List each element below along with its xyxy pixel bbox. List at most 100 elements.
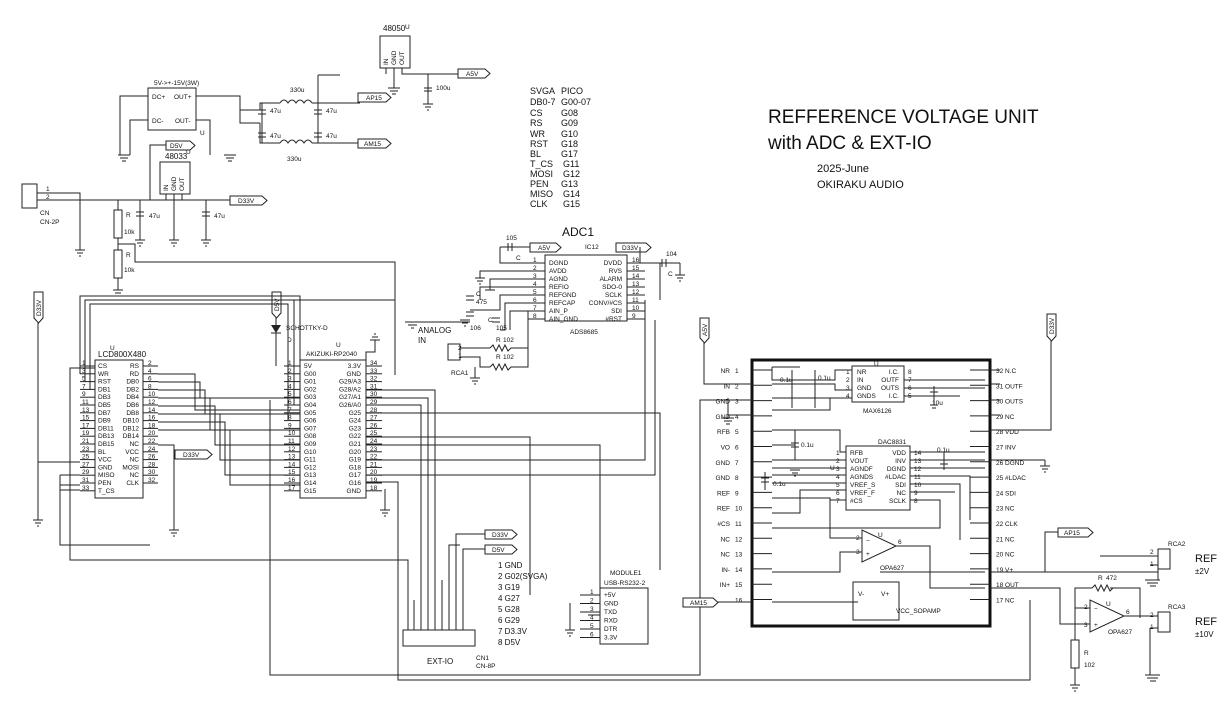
module-right-pin: 28 VDD bbox=[996, 429, 1019, 436]
net-d33v-module bbox=[1046, 313, 1057, 342]
lcd-left-num: 11 bbox=[82, 399, 89, 406]
reg48050-pin-gnd: GND bbox=[391, 50, 398, 65]
module-right-pin: 30 OUTS bbox=[996, 399, 1024, 406]
pico-right-pin: GND bbox=[347, 371, 362, 378]
dac-left-pin: AGNDF bbox=[850, 466, 873, 473]
lcd-left-pin: CS bbox=[98, 363, 108, 370]
lcd-right-pin: DB14 bbox=[123, 433, 140, 440]
usb-num: 5 bbox=[590, 623, 594, 630]
usb-num: 1 bbox=[590, 589, 594, 596]
usb-num: 3 bbox=[590, 606, 594, 613]
adc-right-num: 9 bbox=[632, 313, 636, 320]
pico-left-pin: G10 bbox=[304, 449, 317, 456]
adc-right-pin: SDI bbox=[611, 308, 622, 315]
module-right-pin: 32 N.C bbox=[996, 368, 1017, 375]
cn-body bbox=[21, 183, 38, 209]
rca3-body bbox=[1157, 611, 1171, 633]
r-value-1: 10k bbox=[124, 229, 135, 236]
module-left-num: 15 bbox=[735, 582, 743, 589]
pin-map-col2-3: G09 bbox=[561, 118, 578, 128]
module-right-pin: 27 INV bbox=[996, 445, 1017, 452]
opamp-1-minus: − bbox=[866, 538, 870, 545]
net-d33v-lcd bbox=[174, 449, 213, 460]
lcd-right-num: 26 bbox=[148, 454, 156, 461]
pico-left-pin: G12 bbox=[304, 464, 317, 471]
lcd-right-pin: RS bbox=[130, 363, 140, 370]
dac8831: U DAC8831 RFB1VOUT2AGNDF3AGNDS4VREF_S5VR… bbox=[830, 439, 922, 511]
pin-map-col1-2: CS bbox=[530, 108, 543, 118]
c01u-5: 0.1u bbox=[937, 447, 950, 454]
c-label-105b: C bbox=[488, 317, 493, 324]
net-a5v-adc-label: A5V bbox=[538, 245, 551, 252]
dac-left-pin: AGNDS bbox=[850, 474, 874, 481]
pico-left-pin: G15 bbox=[304, 488, 317, 495]
lcd-right-pin: RD bbox=[130, 371, 140, 378]
lcd-left-num: 15 bbox=[82, 415, 90, 422]
pico-left-pin: G08 bbox=[304, 433, 317, 440]
dac-left-pin: RFB bbox=[850, 450, 863, 457]
usb-part: USB-RS232-2 bbox=[604, 580, 646, 587]
adc-left-num: 1 bbox=[533, 257, 537, 264]
lcd-left-num: 29 bbox=[82, 469, 90, 476]
reg48050-body bbox=[379, 35, 411, 69]
dac-left-num: 7 bbox=[836, 498, 840, 505]
module-left-pin: VO bbox=[721, 445, 730, 452]
pico-right-pin: G26/A0 bbox=[339, 402, 361, 409]
inductor-top-label: 330u bbox=[290, 87, 305, 94]
opamp-2-pin6: 6 bbox=[1126, 609, 1130, 616]
module-left-pin: IN+ bbox=[720, 582, 731, 589]
reg48050-pin-in: IN bbox=[383, 58, 390, 65]
adc-left-num: 5 bbox=[533, 289, 537, 296]
rca3-label-1: REF bbox=[1195, 616, 1217, 628]
pin-map-col2-6: G17 bbox=[561, 149, 578, 159]
pico-left-pin: G06 bbox=[304, 418, 317, 425]
cn-part: CN-2P bbox=[40, 219, 60, 226]
usb-rs232-module: MODULE1 USB-RS232-2 +5V1GND2TXD3RXD4DTR5… bbox=[580, 570, 649, 645]
module-left-num: 6 bbox=[735, 445, 739, 452]
pico-right-num: 21 bbox=[370, 461, 378, 468]
pico-ref: U bbox=[336, 342, 341, 349]
pin-map-col2-1: G00-07 bbox=[561, 97, 591, 107]
net-a5v-top bbox=[457, 68, 491, 79]
adc-left-num: 2 bbox=[533, 265, 537, 272]
reg48033-pin-in: IN bbox=[163, 184, 170, 191]
reg48050-pin-out: OUT bbox=[399, 51, 406, 65]
reg48050-name: 48050 bbox=[383, 24, 406, 33]
lcd-left-pin: DB13 bbox=[98, 433, 115, 440]
pico-right-num: 23 bbox=[370, 446, 378, 453]
pico-left-pin: G11 bbox=[304, 457, 316, 464]
lcd-right-pin: MOSI bbox=[122, 464, 139, 471]
lcd-left-pin: DB3 bbox=[98, 394, 111, 401]
net-am15 bbox=[357, 138, 392, 149]
lcd-left-pin: T_CS bbox=[98, 488, 115, 495]
vcc-sopamp-body bbox=[852, 581, 900, 621]
lcd-body bbox=[94, 359, 144, 499]
lcd-right-num: 2 bbox=[148, 360, 152, 367]
pin-map-col1-0: SVGA bbox=[530, 86, 555, 96]
c01u-2: 0.1u bbox=[818, 375, 831, 382]
module-right-pin: 31 OUTF bbox=[996, 383, 1023, 390]
ext-io-body bbox=[402, 629, 476, 647]
lcd-right-num: 22 bbox=[148, 438, 156, 445]
max-left-pin: GNDS bbox=[857, 393, 876, 400]
rca2-body bbox=[1157, 548, 1171, 570]
module-left-num: 13 bbox=[735, 552, 743, 559]
module-right-pin: 24 SDI bbox=[996, 490, 1016, 497]
c106: 106 bbox=[470, 325, 481, 332]
opamp-1-ref: U bbox=[878, 532, 883, 539]
regulator-48033: 48033 U IN GND OUT bbox=[159, 149, 191, 195]
lcd-left-num: 5 bbox=[82, 376, 86, 383]
connector-cn: 1 2 CN CN-2P bbox=[21, 183, 60, 226]
lcd-left-num: 33 bbox=[82, 485, 90, 492]
module-right-pin: 17 NC bbox=[996, 598, 1015, 605]
adc-right-num: 10 bbox=[632, 305, 640, 312]
usb-pin: DTR bbox=[604, 626, 618, 633]
net-d33v-ext-label: D33V bbox=[492, 532, 509, 539]
rca3-name: RCA3 bbox=[1168, 604, 1186, 611]
lcd-right-num: 24 bbox=[148, 446, 156, 453]
module-left-num: 11 bbox=[735, 521, 742, 528]
rca1-body bbox=[447, 343, 461, 361]
pico-left-num: 8 bbox=[288, 415, 292, 422]
lcd-left-pin: PEN bbox=[98, 480, 112, 487]
lcd-left-pin: BL bbox=[98, 449, 106, 456]
